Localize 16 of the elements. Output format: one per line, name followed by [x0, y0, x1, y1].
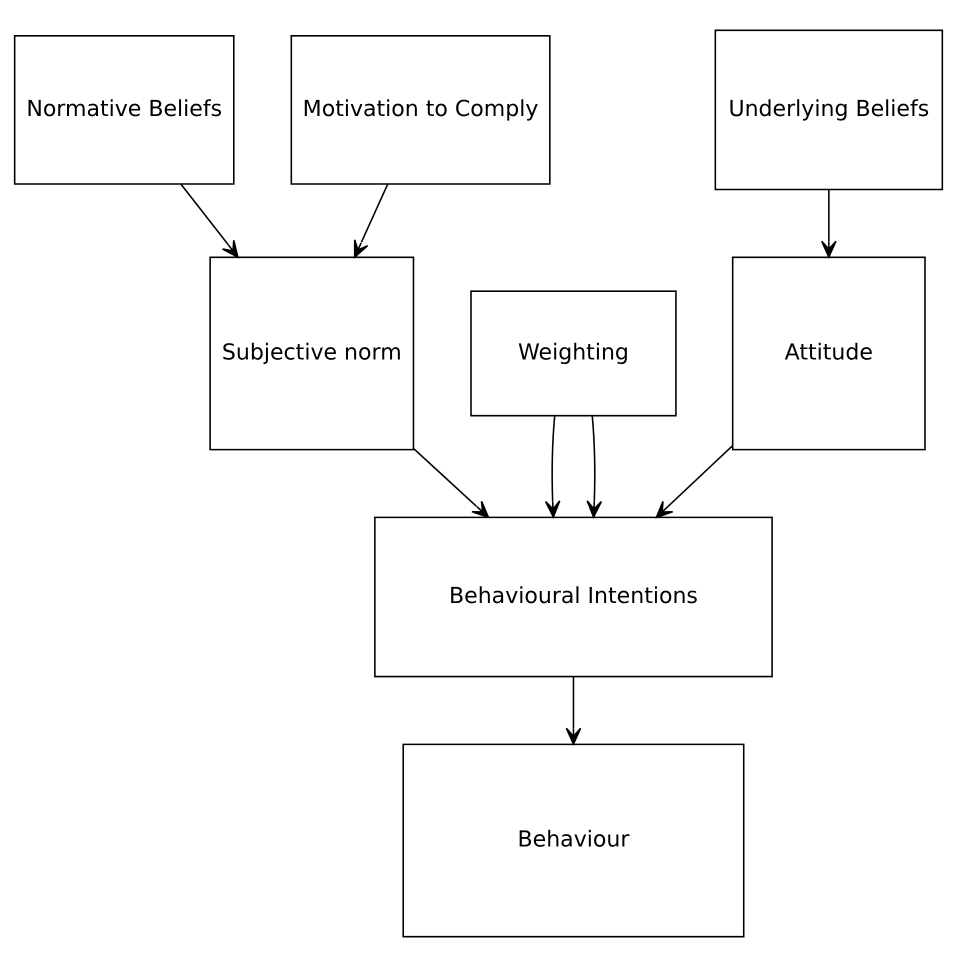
node-box: Subjective norm [209, 256, 414, 450]
arrow [413, 448, 490, 518]
arrow [544, 416, 561, 518]
arrow [820, 189, 837, 258]
node-box: Motivation to Comply [290, 34, 551, 184]
node-box: Underlying Beliefs [714, 29, 944, 190]
node-box: Normative Beliefs [14, 34, 235, 184]
node-box: Behaviour [402, 743, 744, 937]
arrow [180, 183, 239, 258]
arrow [586, 416, 602, 518]
node-box: Attitude [732, 256, 926, 450]
arrow [656, 444, 733, 518]
node-box: Behavioural Intentions [374, 516, 773, 677]
arrow [566, 676, 582, 744]
arrow [354, 183, 388, 258]
node-box: Weighting [470, 290, 677, 416]
